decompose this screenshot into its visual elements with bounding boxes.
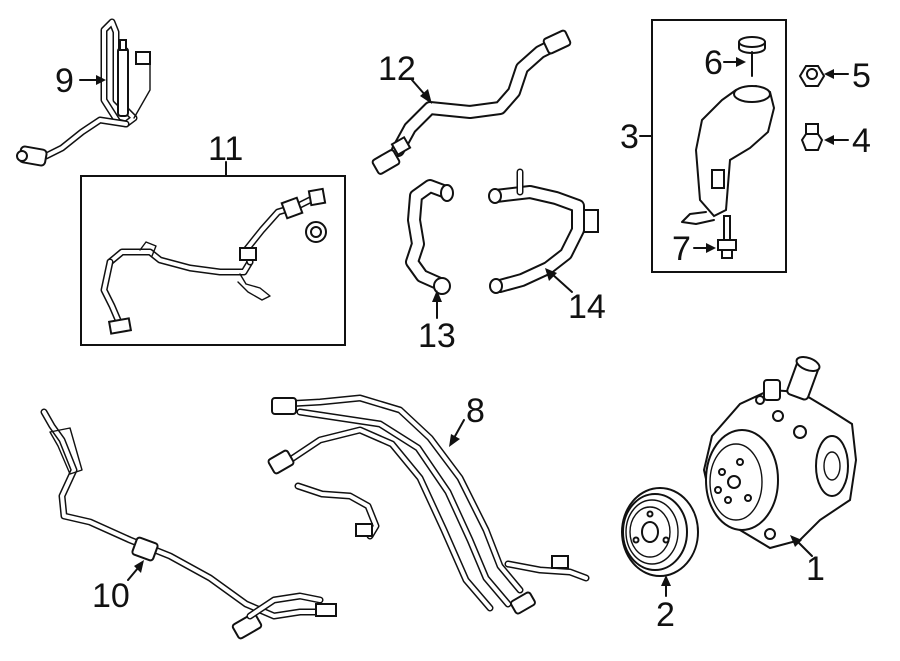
- callout-1: 1: [806, 550, 825, 588]
- callout-11: 11: [208, 130, 243, 168]
- callout-10: 10: [92, 577, 130, 615]
- part-10-return-line: [40, 408, 337, 640]
- part-8-hose-assembly: [267, 394, 590, 615]
- part-13-hose: [405, 179, 454, 295]
- callout-8: 8: [466, 392, 485, 430]
- callout-5: 5: [852, 57, 871, 95]
- part-1-power-steering-pump: [702, 356, 858, 550]
- part-2-pulley: [621, 487, 699, 577]
- callout-4: 4: [852, 122, 871, 160]
- kit-box-3: [651, 19, 787, 273]
- callout-13: 13: [418, 317, 456, 355]
- callout-12: 12: [378, 50, 416, 88]
- part-6-reservoir-cap: [738, 36, 766, 77]
- part-7-fitting: [717, 215, 737, 259]
- callout-6: 6: [704, 44, 723, 82]
- part-9-pressure-line: [16, 18, 151, 167]
- leader-lines: [79, 57, 849, 597]
- part-4-stud: [800, 123, 824, 151]
- callout-7: 7: [672, 230, 691, 268]
- callout-3: 3: [620, 118, 639, 156]
- callout-9: 9: [55, 62, 74, 100]
- part-12-return-hose: [371, 29, 572, 175]
- part-3-reservoir: [681, 84, 776, 225]
- callout-2: 2: [656, 596, 675, 634]
- kit-box-11: [80, 175, 346, 346]
- callout-labels: 9 11 12 13 14 3 6 5 4 7 8 10 2 1: [55, 44, 871, 634]
- part-11-line-kit: [100, 187, 327, 335]
- part-5-nut: [798, 65, 826, 87]
- part-14-hose: [488, 168, 599, 294]
- callout-14: 14: [568, 288, 606, 326]
